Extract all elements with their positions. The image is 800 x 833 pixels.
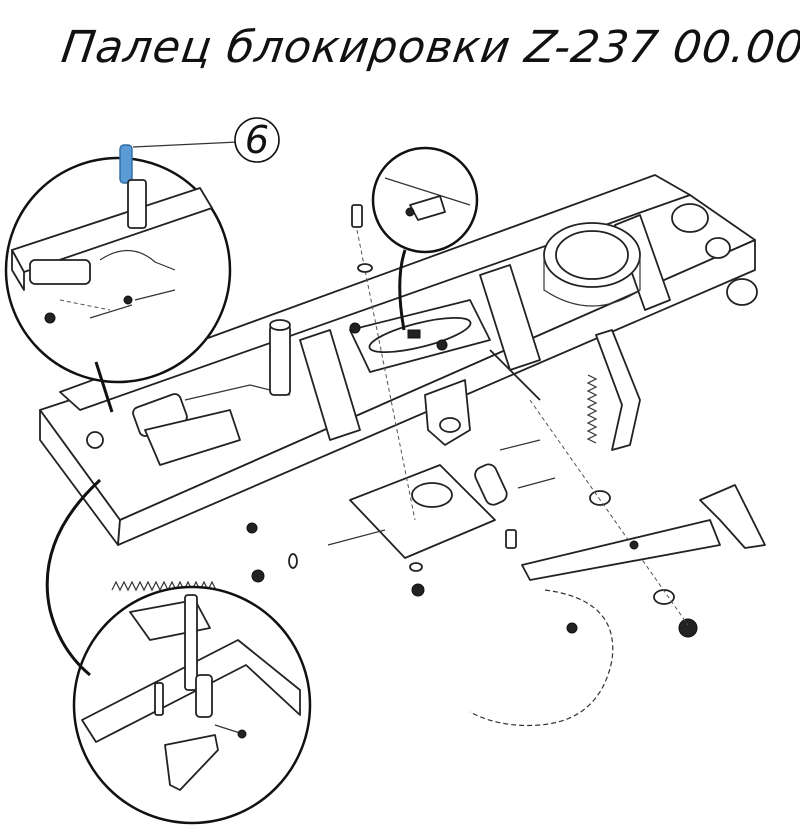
centre-plate [349, 299, 491, 373]
cylinder-linkage [86, 384, 291, 466]
detail-view-top-left [4, 144, 232, 384]
detail-leader-bottom-left [45, 478, 102, 677]
spring-right [586, 329, 641, 451]
callout-number: 6 [245, 118, 269, 162]
fasteners [246, 204, 698, 638]
chain [469, 589, 614, 727]
mounting-plate [349, 379, 508, 559]
highlighted-lock-pin [119, 144, 133, 184]
lock-pin-post [269, 319, 291, 396]
lever-arm [521, 484, 766, 581]
detail-view-top-centre [371, 146, 479, 254]
detail-leader-top-left [94, 361, 114, 413]
detail-leader-top-centre [398, 249, 407, 331]
callout-6: 6 [132, 117, 280, 163]
detail-view-bottom-left [72, 585, 312, 825]
slew-ring [543, 222, 641, 307]
